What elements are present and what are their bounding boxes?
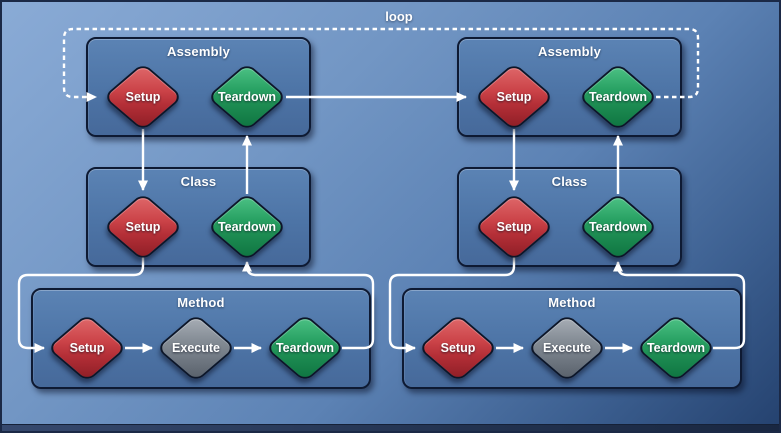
class-setup-label: Setup (125, 220, 161, 234)
arrow-class-setup-to-method-setup-right (388, 257, 516, 353)
assembly-title: Assembly (166, 44, 231, 59)
bottom-band (0, 424, 781, 433)
method-title: Method (177, 295, 225, 310)
assembly-title: Assembly (537, 44, 602, 59)
method-execute-label: Execute (172, 341, 220, 355)
loop-dashed-path (62, 27, 700, 102)
assembly-teardown-label: Teardown (588, 90, 648, 104)
assembly-setup-label: Setup (125, 90, 161, 104)
arrow-method-teardown-to-class-teardown-left (242, 261, 375, 350)
arrow-method-teardown-to-class-teardown-right (613, 261, 746, 350)
class-setup-label: Setup (496, 220, 532, 234)
class-teardown-label: Teardown (588, 220, 648, 234)
method-execute-label: Execute (543, 341, 591, 355)
class-teardown-label: Teardown (217, 220, 277, 234)
loop-label: loop (385, 9, 413, 24)
assembly-setup-label: Setup (496, 90, 532, 104)
method-teardown-label: Teardown (275, 341, 335, 355)
arrow-class-setup-to-method-setup-left (17, 257, 145, 353)
class-title: Class (551, 174, 588, 189)
method-setup-label: Setup (69, 341, 105, 355)
method-title: Method (548, 295, 596, 310)
method-teardown-label: Teardown (646, 341, 706, 355)
assembly-teardown-label: Teardown (217, 90, 277, 104)
method-setup-label: Setup (440, 341, 476, 355)
class-title: Class (180, 174, 217, 189)
